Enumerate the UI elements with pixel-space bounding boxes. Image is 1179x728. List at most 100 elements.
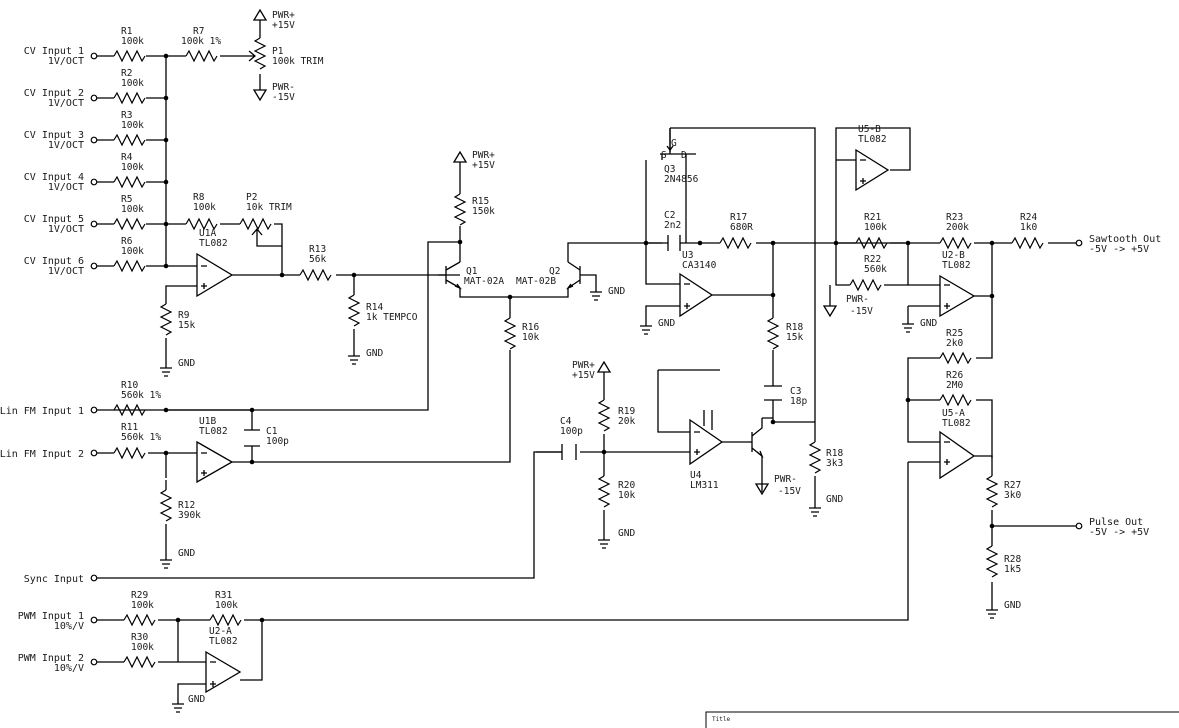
opamp-u1a <box>196 252 234 298</box>
r5-ref: R5 <box>121 194 132 205</box>
r4-value: 100k <box>121 162 144 173</box>
pwm-input-1-label: PWM Input 1 <box>18 611 84 622</box>
r29-ref: R29 <box>131 590 148 601</box>
pwm-input-2-label: PWM Input 2 <box>18 653 84 664</box>
r24-value: 1k0 <box>1020 222 1037 233</box>
r20-ref: R20 <box>618 480 635 491</box>
u2a-part: TL082 <box>209 636 238 647</box>
cv-input-4-label: CV Input 4 <box>24 172 84 183</box>
resistor-r12 <box>159 489 173 522</box>
resistor-r15 <box>453 193 467 226</box>
r8-value: 100k <box>193 202 216 213</box>
junction <box>163 137 169 143</box>
u1a-ref: U1A <box>199 228 216 239</box>
junction <box>697 240 703 246</box>
output-port <box>1075 239 1083 247</box>
r25-ref: R25 <box>946 328 963 339</box>
resistor-symbols <box>113 49 1044 669</box>
resistor-r4 <box>113 175 146 189</box>
input-port <box>90 616 98 624</box>
junction <box>163 53 169 59</box>
resistor-r21 <box>855 236 888 250</box>
cv-input-1-label: CV Input 1 <box>24 46 84 57</box>
junction <box>989 293 995 299</box>
cv-input-4-scale: 1V/OCT <box>48 182 84 193</box>
input-port <box>90 449 98 457</box>
junction <box>163 407 169 413</box>
r26-ref: R26 <box>946 370 963 381</box>
r22-ref: R22 <box>864 254 881 265</box>
pwr-plus-icon <box>452 150 468 164</box>
resistor-r25 <box>939 351 972 365</box>
r4-ref: R4 <box>121 152 133 163</box>
p1-neg-label: PWR- <box>272 82 295 93</box>
trim-pot-p2 <box>239 217 282 247</box>
r3-value: 100k <box>121 120 144 131</box>
resistor-r11 <box>113 446 146 460</box>
cv-input-2-label: CV Input 2 <box>24 88 84 99</box>
gnd-label: GND <box>608 286 625 297</box>
r16-ref: R16 <box>522 322 539 333</box>
p2-ref: P2 <box>246 192 257 203</box>
lin-fm-input-1-label: Lin FM Input 1 <box>0 406 84 417</box>
r12-ref: R12 <box>178 500 195 511</box>
resistor-r8 <box>185 217 218 231</box>
u1a-part: TL082 <box>199 238 228 249</box>
cv-input-5-label: CV Input 5 <box>24 214 84 225</box>
capacitors <box>244 235 782 460</box>
resistor-r18-3k3 <box>808 441 822 474</box>
r7-ref: R7 <box>193 26 204 37</box>
r21-value: 100k <box>864 222 887 233</box>
r10-ref: R10 <box>121 380 138 391</box>
u1b-part: TL082 <box>199 426 228 437</box>
c1-ref: C1 <box>266 426 278 437</box>
pwr-neg-volt: -15V <box>778 486 801 497</box>
pwr-volt: +15V <box>472 160 495 171</box>
u2a-ref: U2-A <box>209 626 232 637</box>
r22-value: 560k <box>864 264 887 275</box>
pwr-label: PWR+ <box>572 360 595 371</box>
c4-ref: C4 <box>560 416 572 427</box>
opamp-u2b <box>939 274 976 318</box>
resistor-r9 <box>159 303 173 336</box>
r23-value: 200k <box>946 222 969 233</box>
junction <box>163 95 169 101</box>
junction <box>351 272 357 278</box>
junction <box>601 449 607 455</box>
r6-ref: R6 <box>121 236 133 247</box>
r12-value: 390k <box>178 510 201 521</box>
resistor-r19 <box>597 399 611 432</box>
resistor-r26 <box>939 393 972 407</box>
title-block-label: Title <box>712 716 730 723</box>
r13-ref: R13 <box>309 244 326 255</box>
p1-pwr-label: PWR+ <box>272 10 295 21</box>
io-labels: CV Input 1 1V/OCT CV Input 2 1V/OCT CV I… <box>0 46 1161 674</box>
c2-ref: C2 <box>664 210 675 221</box>
u4-ref: U4 <box>690 470 702 481</box>
ground-icon <box>160 559 172 569</box>
junction <box>163 221 169 227</box>
gnd-label: GND <box>178 548 195 559</box>
transistor-q1 <box>438 261 462 290</box>
junction <box>249 459 255 465</box>
gnd-label: GND <box>618 528 635 539</box>
component-labels: R1 100k R2 100k R3 100k R4 100k R5 100k … <box>121 10 1037 705</box>
input-port <box>90 52 98 60</box>
u2b-part: TL082 <box>942 260 971 271</box>
junction <box>643 240 649 246</box>
q2-ref: Q2 <box>549 266 560 277</box>
gnd-label: GND <box>658 318 675 329</box>
r7-value: 100k 1% <box>181 36 221 47</box>
c3-ref: C3 <box>790 386 801 397</box>
lin-fm-input-2-label: Lin FM Input 2 <box>0 449 84 460</box>
opamp-u5a <box>939 430 976 480</box>
resistor-r30 <box>123 655 156 669</box>
r18b-ref: R18 <box>826 448 843 459</box>
pwr-minus-icon <box>822 285 838 318</box>
r27-ref: R27 <box>1004 480 1021 491</box>
r1-ref: R1 <box>121 26 133 37</box>
q2-part: MAT-02B <box>516 276 556 287</box>
r14-value: 1k TEMPCO <box>366 312 418 323</box>
r2-ref: R2 <box>121 68 132 79</box>
